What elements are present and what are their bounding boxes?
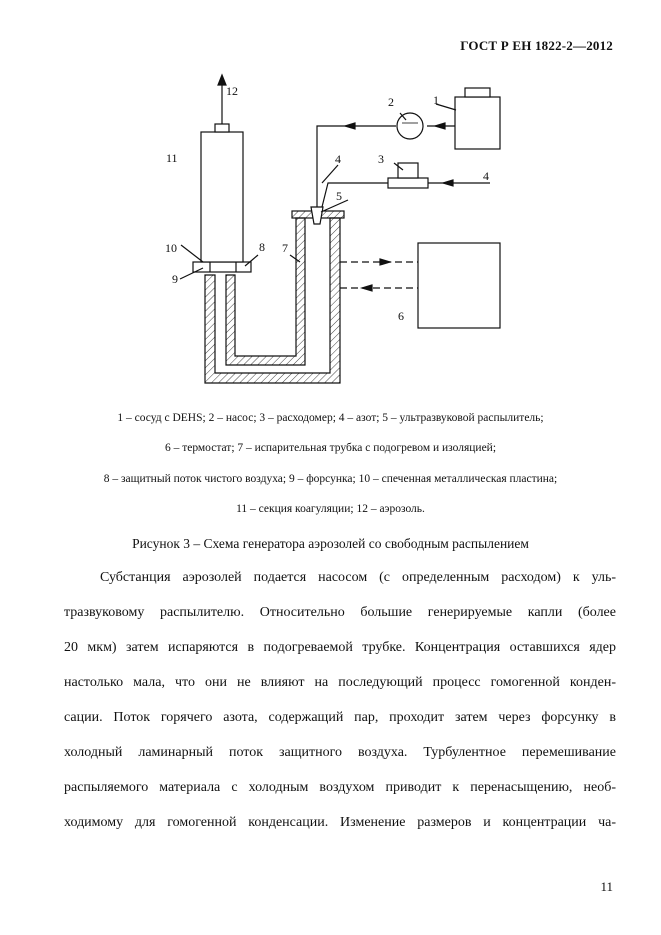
outlet-cap — [214, 123, 230, 133]
label-11: 11 — [166, 151, 178, 165]
liquid-line — [316, 125, 396, 207]
paragraph-line: 20 мкм) затем испаряются в подогреваемой… — [64, 640, 616, 655]
paragraph-line: холодный ламинарный поток защитного возд… — [64, 745, 616, 760]
paragraph-line: Субстанция аэрозолей подается насосом (с… — [100, 570, 616, 585]
page-number: 11 — [600, 879, 613, 894]
figure-legend-line-1: 1 – сосуд с DEHS; 2 – насос; 3 – расходо… — [117, 412, 544, 424]
figure-legend-line-3: 8 – защитный поток чистого воздуха; 9 – … — [103, 473, 558, 485]
label-4-flow: 4 — [483, 169, 489, 183]
figure-title: Рисунок 3 – Схема генератора аэрозолей с… — [132, 536, 529, 551]
paragraph-line: ходимому для гомогенной конденсации. Изм… — [64, 815, 616, 830]
label-3: 3 — [378, 152, 384, 166]
figure-legend-line-4: 11 – секция коагуляции; 12 – аэрозоль. — [236, 503, 425, 515]
figure-legend-line-2: 6 – термостат; 7 – испарительная трубка … — [164, 442, 497, 454]
document-header: ГОСТ Р ЕН 1822-2—2012 — [460, 38, 613, 53]
flowmeter-body — [387, 177, 429, 189]
flowmeter-head — [397, 162, 419, 179]
paragraph-line: распыляемого материала с холодным воздух… — [64, 780, 616, 795]
label-4-nozzle: 4 — [335, 152, 341, 166]
label-5: 5 — [336, 189, 342, 203]
dehs-vessel — [454, 96, 501, 150]
sintered-plate — [192, 261, 252, 273]
label-9: 9 — [172, 272, 178, 286]
aerosol-outlet-arrow — [217, 73, 227, 86]
thermostat-box — [417, 242, 501, 329]
label-10: 10 — [165, 241, 177, 255]
label-1: 1 — [433, 93, 439, 107]
ultrasonic-atomizer — [310, 206, 324, 225]
coagulation-column — [200, 131, 244, 263]
pump — [396, 112, 424, 140]
label-2: 2 — [388, 95, 394, 109]
label-8: 8 — [259, 240, 265, 254]
aerosol-generator-diagram: 1 2 3 4 4 5 6 7 8 9 10 11 12 — [165, 73, 501, 384]
label-7: 7 — [282, 241, 288, 255]
paragraph-line: настолько мала, что они не влияют на пос… — [64, 675, 616, 690]
label-6: 6 — [398, 309, 404, 323]
nitrogen-line — [321, 182, 388, 208]
paragraph-line: сации. Поток горячего азота, содержащий … — [64, 710, 616, 725]
paragraph-line: тразвуковому распылителю. Относительно б… — [64, 605, 616, 620]
label-12: 12 — [226, 84, 238, 98]
